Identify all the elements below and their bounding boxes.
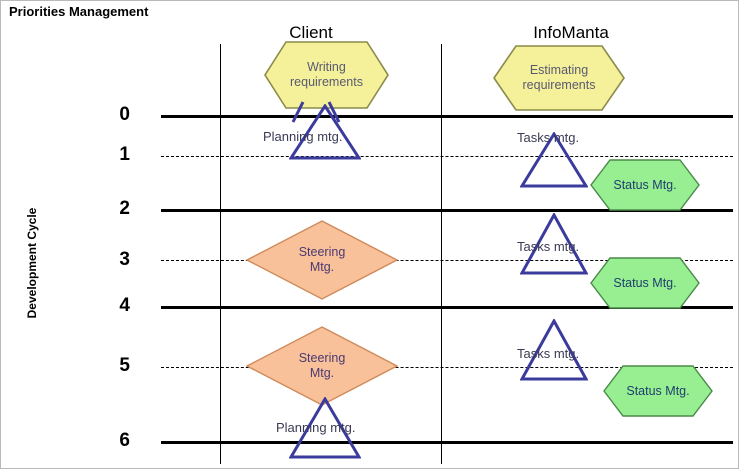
triangle-icon [519, 317, 589, 381]
diamond-icon [245, 326, 399, 406]
shape-estimating-requirements[interactable]: Estimating requirements [493, 45, 625, 111]
cycle-line-0 [161, 115, 733, 118]
shape-label-planning-mtg-2: Planning mtg. [276, 420, 356, 435]
cycle-label-5: 5 [119, 355, 130, 376]
triangle-icon [288, 103, 362, 160]
cycle-line-4 [161, 306, 733, 309]
shape-tasks-mtg-2[interactable] [519, 211, 589, 275]
hexagon-icon [603, 365, 713, 417]
cycle-label-3: 3 [119, 249, 130, 270]
cycle-line-1 [161, 156, 733, 157]
connector-lines-writing-to-planning [291, 101, 341, 123]
shape-tasks-mtg-1[interactable] [519, 131, 589, 188]
cycle-label-2: 2 [119, 198, 130, 219]
shape-status-mtg-2[interactable]: Status Mtg. [590, 257, 700, 309]
shape-label-tasks-mtg-1: Tasks mtg. [517, 130, 580, 145]
triangle-icon [519, 131, 589, 188]
column-header-infomanta: InfoManta [533, 23, 609, 42]
cycle-line-3 [161, 260, 733, 261]
cycle-line-6 [161, 441, 733, 444]
column-header-client: Client [289, 23, 333, 42]
cycle-label-1: 1 [119, 144, 130, 165]
cycle-label-4: 4 [119, 295, 130, 316]
shape-steering-mtg-1[interactable]: Steering Mtg. [245, 220, 399, 300]
swimlane-divider-infomanta [441, 44, 442, 464]
hexagon-icon [264, 41, 389, 109]
cycle-line-2 [161, 209, 733, 212]
hexagon-icon [590, 159, 700, 211]
y-axis-title: Development Cycle [25, 207, 39, 319]
cycle-line-5 [161, 367, 733, 368]
shape-label-tasks-mtg-2: Tasks mtg. [517, 239, 580, 254]
swimlane-divider-client [220, 44, 221, 464]
shape-status-mtg-3[interactable]: Status Mtg. [603, 365, 713, 417]
shape-tasks-mtg-3[interactable] [519, 317, 589, 381]
shape-planning-mtg-2[interactable] [288, 396, 362, 459]
shape-steering-mtg-2[interactable]: Steering Mtg. [245, 326, 399, 406]
cycle-label-6: 6 [119, 430, 130, 451]
hexagon-icon [493, 45, 625, 111]
hexagon-icon [590, 257, 700, 309]
diamond-icon [245, 220, 399, 300]
triangle-icon [288, 396, 362, 459]
triangle-icon [519, 211, 589, 275]
shape-status-mtg-1[interactable]: Status Mtg. [590, 159, 700, 211]
shape-label-tasks-mtg-3: Tasks mtg. [517, 346, 580, 361]
page-title: Priorities Management [9, 4, 149, 19]
shape-writing-requirements[interactable]: Writing requirements [264, 41, 389, 109]
shape-planning-mtg-1[interactable] [288, 103, 362, 160]
shape-label-planning-mtg-1: Planning mtg. [263, 129, 343, 144]
cycle-label-0: 0 [119, 104, 130, 125]
